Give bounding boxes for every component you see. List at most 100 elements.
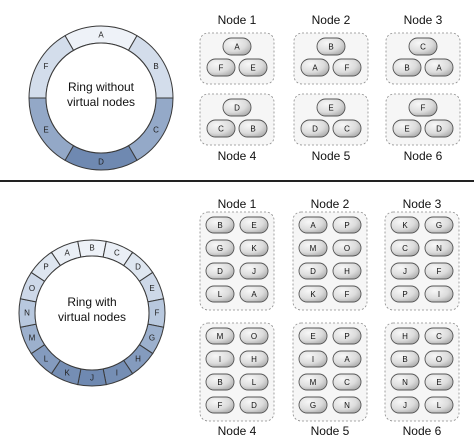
- node-label: Node 1: [218, 13, 257, 27]
- key-pill-shape: [332, 373, 362, 391]
- key-pill-shape: [390, 327, 420, 345]
- node-box: [292, 322, 368, 422]
- key-pill-label: A: [312, 64, 318, 73]
- key-pill: C: [424, 327, 454, 345]
- key-pill-label: G: [310, 401, 316, 410]
- key-pill-label: L: [218, 290, 223, 299]
- key-pill-label: K: [251, 244, 257, 253]
- key-pill: E: [424, 373, 454, 391]
- key-pill: D: [424, 119, 454, 138]
- node-label: Node 5: [312, 149, 351, 163]
- key-pill-shape: [390, 396, 420, 414]
- key-pill-label: A: [310, 221, 316, 230]
- key-pill-label: A: [251, 290, 257, 299]
- key-pill-label: E: [250, 64, 255, 73]
- key-pill: B: [392, 58, 422, 77]
- key-pill: C: [332, 119, 362, 138]
- key-pill: C: [390, 239, 420, 257]
- key-pill: H: [332, 262, 362, 280]
- key-pill: E: [238, 58, 268, 77]
- node-box: [384, 322, 460, 422]
- key-pill-shape: [424, 285, 454, 303]
- key-pill-shape: [206, 58, 236, 77]
- key-pill-shape: [300, 58, 330, 77]
- node-label: Node 6: [404, 149, 443, 163]
- key-pill: O: [239, 327, 269, 345]
- key-pill-shape: [332, 285, 362, 303]
- key-pill-shape: [424, 239, 454, 257]
- key-pill-label: F: [218, 401, 223, 410]
- key-pill: D: [298, 262, 328, 280]
- key-pill: P: [332, 327, 362, 345]
- key-pill-shape: [424, 396, 454, 414]
- ring-label: Ring without: [68, 80, 135, 94]
- node-label: Node 5: [311, 424, 350, 438]
- key-pill-label: E: [251, 221, 256, 230]
- key-pill-shape: [424, 262, 454, 280]
- key-pill-shape: [239, 216, 269, 234]
- ring-segment-label: D: [98, 157, 104, 166]
- key-pill-shape: [222, 98, 252, 117]
- key-pill: G: [298, 396, 328, 414]
- ring-center: [34, 255, 150, 371]
- key-pill-label: G: [436, 221, 442, 230]
- ring-segment-label: A: [98, 30, 104, 39]
- key-pill-shape: [238, 119, 268, 138]
- key-pill: I: [424, 285, 454, 303]
- key-pill-label: H: [344, 267, 350, 276]
- key-pill: B: [238, 119, 268, 138]
- key-pill: K: [390, 216, 420, 234]
- key-pill-label: D: [436, 125, 442, 134]
- key-pill-shape: [205, 285, 235, 303]
- node-box: [199, 211, 275, 311]
- key-pill-label: E: [404, 125, 409, 134]
- key-pill-label: A: [234, 43, 240, 52]
- ring-segment-label: E: [149, 284, 154, 293]
- key-pill-label: G: [217, 244, 223, 253]
- key-pill-shape: [239, 396, 269, 414]
- node-label: Node 3: [403, 197, 442, 211]
- key-pill-shape: [222, 37, 252, 56]
- key-pill-label: F: [345, 64, 350, 73]
- key-pill: A: [332, 350, 362, 368]
- key-pill-shape: [205, 327, 235, 345]
- key-pill-label: A: [436, 64, 442, 73]
- key-pill: D: [222, 98, 252, 117]
- key-pill-shape: [332, 262, 362, 280]
- key-pill-shape: [424, 373, 454, 391]
- key-pill-label: D: [312, 125, 318, 134]
- key-pill-shape: [390, 239, 420, 257]
- ring-segment-label: I: [116, 369, 118, 378]
- key-pill-label: P: [344, 221, 349, 230]
- node-label: Node 1: [218, 197, 257, 211]
- key-pill: F: [408, 98, 438, 117]
- key-pill: K: [239, 239, 269, 257]
- key-pill-label: E: [436, 378, 441, 387]
- key-pill-label: N: [402, 378, 408, 387]
- key-pill-label: M: [217, 332, 224, 341]
- key-pill-label: L: [437, 401, 442, 410]
- ring-segment-label: O: [29, 284, 35, 293]
- node-box: [199, 322, 275, 422]
- key-pill-shape: [239, 239, 269, 257]
- key-pill-label: L: [252, 378, 257, 387]
- key-pill: H: [239, 350, 269, 368]
- ring-segment-label: B: [89, 244, 94, 253]
- key-pill: B: [316, 37, 346, 56]
- key-pill-shape: [332, 350, 362, 368]
- key-pill-shape: [205, 239, 235, 257]
- key-pill-label: E: [310, 332, 315, 341]
- ring-segment-label: F: [44, 62, 49, 71]
- key-pill-label: D: [251, 401, 257, 410]
- key-pill-label: C: [218, 125, 224, 134]
- key-pill: M: [205, 327, 235, 345]
- key-pill-shape: [390, 216, 420, 234]
- key-pill: M: [298, 239, 328, 257]
- key-pill: A: [424, 58, 454, 77]
- ring-label: virtual nodes: [67, 95, 135, 109]
